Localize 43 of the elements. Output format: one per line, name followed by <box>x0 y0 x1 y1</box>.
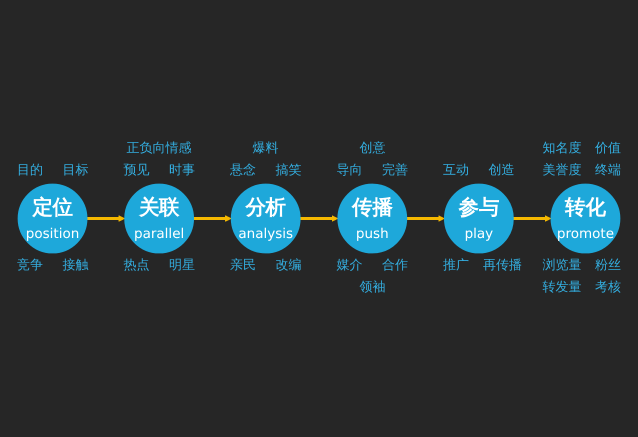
keyword-label: 创造 <box>488 162 515 179</box>
keyword-label: 粉丝 <box>595 258 622 274</box>
keyword-label: 领袖 <box>359 280 386 296</box>
keyword-label: 合作 <box>382 258 408 274</box>
arrow <box>194 215 232 222</box>
keyword-label: 转发量 <box>542 280 582 296</box>
keyword-label: 媒介 <box>336 258 362 274</box>
keyword-label: 考核 <box>595 280 622 296</box>
keyword-label: 竞争 <box>16 258 43 274</box>
keyword-label: 明星 <box>168 258 195 274</box>
node-circle: 传播 push <box>337 184 408 254</box>
keyword-label: 价值 <box>595 141 622 158</box>
node-circle: 定位 position <box>18 184 88 254</box>
keyword-label: 改编 <box>275 258 302 274</box>
node-circle: 参与 play <box>444 184 514 254</box>
keyword-label: 互动 <box>443 162 470 179</box>
keyword-label: 终端 <box>595 162 622 179</box>
keyword-label: 导向 <box>336 162 362 179</box>
node-circle: 转化 promote <box>550 184 620 254</box>
keyword-label: 推广 <box>443 258 470 274</box>
keyword-label: 创意 <box>359 141 386 158</box>
arrow <box>406 215 445 222</box>
keyword-label: 悬念 <box>230 162 256 179</box>
keyword-label: 预见 <box>123 162 150 179</box>
node-circle: 关联 parallel <box>124 184 194 254</box>
keyword-label: 接触 <box>62 258 88 274</box>
keyword-label: 正负向情感 <box>126 141 192 158</box>
keyword-label: 美誉度 <box>542 162 582 179</box>
keyword-label: 搞笑 <box>275 162 302 179</box>
arrow <box>513 215 552 222</box>
keyword-label: 爆料 <box>252 141 279 158</box>
keyword-label: 知名度 <box>542 141 582 158</box>
keyword-label: 再传播 <box>482 258 522 274</box>
keyword-label: 完善 <box>382 162 408 179</box>
keyword-label: 浏览量 <box>542 258 582 274</box>
keyword-label: 时事 <box>168 162 195 179</box>
node-circle: 分析 analysis <box>230 184 301 254</box>
keyword-label: 亲民 <box>230 258 256 274</box>
keyword-label: 目标 <box>62 162 88 179</box>
arrow <box>300 215 338 222</box>
keyword-label: 目的 <box>16 162 43 179</box>
arrow <box>87 215 125 222</box>
keyword-label: 热点 <box>123 258 150 274</box>
